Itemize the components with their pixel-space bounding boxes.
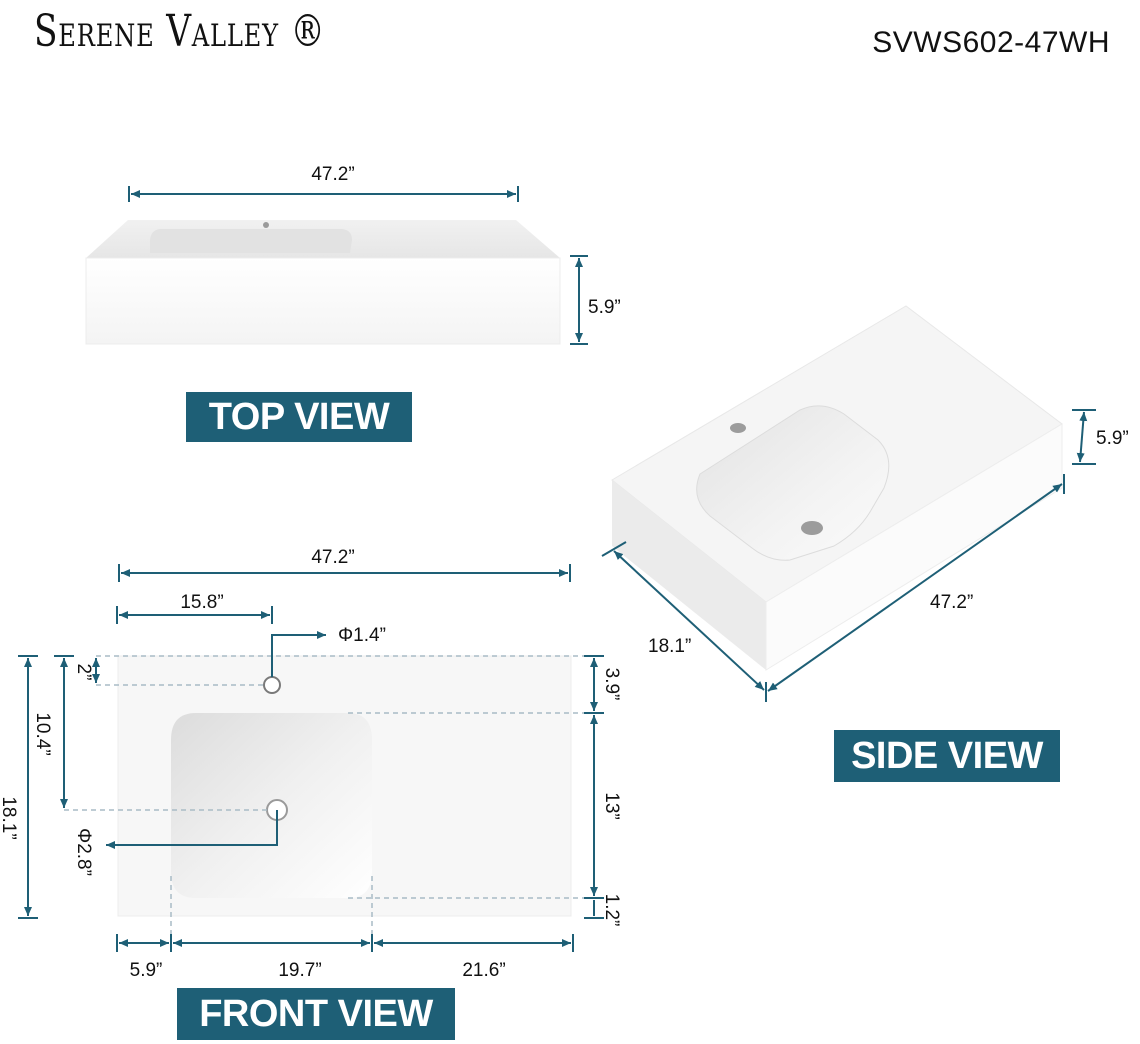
front-view-badge: FRONT VIEW bbox=[177, 988, 455, 1040]
front-view-left-margin-label: 5.9” bbox=[130, 960, 163, 981]
top-view-height-label: 5.9” bbox=[588, 297, 621, 318]
side-view-drawing bbox=[611, 305, 1063, 671]
side-view-height-label: 5.9” bbox=[1096, 428, 1129, 449]
front-view-bottom-dimensions: 5.9” 19.7” 21.6” bbox=[116, 934, 574, 981]
front-view-drain-to-back-dimension: 10.4” bbox=[32, 655, 74, 808]
front-view-drawing bbox=[117, 655, 572, 917]
side-view-depth-label: 18.1” bbox=[648, 636, 691, 657]
front-view-overall-depth-label: 18.1” bbox=[0, 796, 19, 839]
top-view-drawing bbox=[85, 220, 561, 345]
brand-logo: Serene Valley ® bbox=[34, 6, 326, 57]
front-view-faucet-hole-callout: Φ1.4” bbox=[271, 625, 386, 677]
front-view-drain-hole-label: Φ2.8” bbox=[73, 828, 94, 876]
front-view-basin-to-front-dimension: 1.2” bbox=[584, 894, 622, 927]
front-view-right-deck-label: 21.6” bbox=[462, 960, 505, 981]
front-view-basin-to-front-label: 1.2” bbox=[601, 894, 622, 927]
front-view-drain-hole-callout: Φ2.8” bbox=[73, 810, 278, 876]
front-view-guide-lines bbox=[64, 655, 600, 944]
top-view-faucet-hole bbox=[263, 222, 269, 228]
front-view-back-to-basin-dimension: 3.9” bbox=[584, 655, 622, 711]
model-number: SVWS602-47WH bbox=[872, 26, 1110, 59]
front-view-basin-depth-label: 13” bbox=[601, 792, 622, 819]
top-view-width-dimension: 47.2” bbox=[128, 164, 519, 202]
front-view-faucet-offset-dimension: 15.8” bbox=[116, 592, 273, 624]
front-view-faucet-hole-label: Φ1.4” bbox=[338, 625, 386, 646]
side-view-height-dimension: 5.9” bbox=[1072, 409, 1129, 465]
top-view-basin bbox=[150, 229, 352, 253]
front-view-basin-depth-dimension: 13” bbox=[584, 712, 622, 896]
top-view-width-label: 47.2” bbox=[311, 164, 354, 185]
top-view-badge: TOP VIEW bbox=[186, 392, 412, 442]
front-view-drain-to-back-label: 10.4” bbox=[32, 712, 53, 755]
front-view-basin-width-label: 19.7” bbox=[278, 960, 321, 981]
top-view-height-dimension: 5.9” bbox=[570, 255, 621, 345]
side-view-faucet-hole bbox=[730, 423, 746, 433]
front-view-faucet-hole bbox=[263, 676, 281, 694]
front-view-overall-depth-dimension: 18.1” bbox=[0, 655, 38, 919]
side-view-length-label: 47.2” bbox=[930, 592, 973, 613]
side-view-badge: SIDE VIEW bbox=[834, 730, 1060, 782]
front-view-overall-width-label: 47.2” bbox=[311, 547, 354, 568]
side-view-drain-hole bbox=[801, 521, 823, 535]
front-view-overall-width-dimension: 47.2” bbox=[118, 547, 571, 582]
front-view-faucet-offset-label: 15.8” bbox=[180, 592, 223, 613]
front-view-back-to-basin-label: 3.9” bbox=[601, 668, 622, 701]
front-view-faucet-to-back-dimension: 2” bbox=[73, 658, 100, 683]
side-view-depth-dimension: 18.1” bbox=[601, 541, 765, 691]
front-view-faucet-to-back-label: 2” bbox=[73, 664, 94, 681]
side-view-length-dimension: 47.2” bbox=[765, 474, 1065, 702]
top-view-sink-front bbox=[85, 257, 561, 345]
